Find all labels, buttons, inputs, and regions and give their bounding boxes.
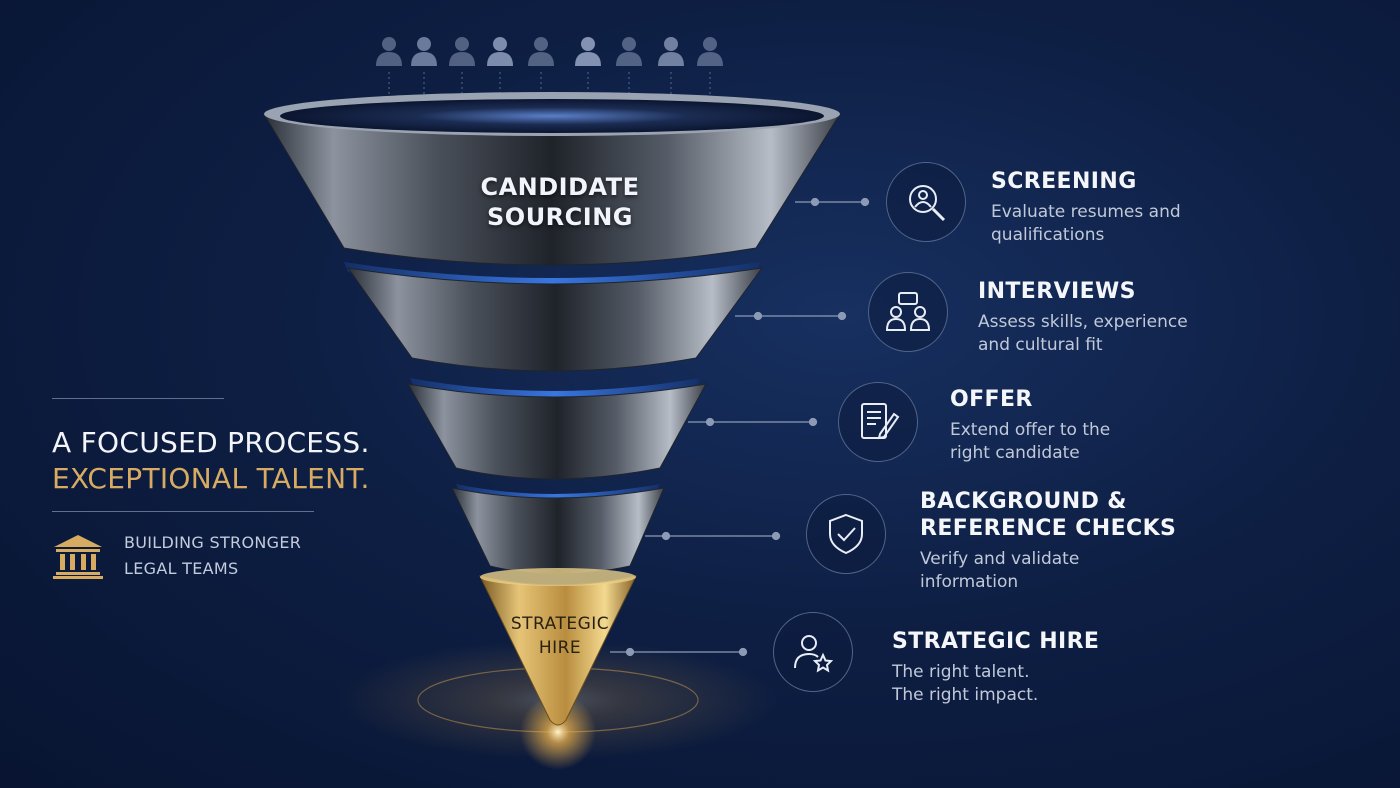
step-icon-circle (773, 612, 853, 692)
step-icon-circle (886, 162, 966, 242)
step-desc-line: The right impact. (892, 685, 1039, 705)
step-title-line: INTERVIEWS (978, 279, 1136, 304)
funnel-tier-3 (407, 383, 707, 480)
funnel-top-label: CANDIDATE SOURCING (440, 172, 680, 232)
divider (52, 398, 224, 399)
funnel-bottom-label-line: STRATEGIC (510, 614, 610, 634)
funnel-tier-1 (263, 92, 841, 266)
step-title-line: OFFER (950, 387, 1033, 412)
step-desc-line: right candidate (950, 443, 1080, 463)
connectors (610, 197, 870, 657)
step-title: SCREENING (991, 168, 1181, 195)
step-desc-line: Extend offer to the (950, 420, 1111, 440)
step-icon-circle (868, 272, 948, 352)
step-offer: OFFER Extend offer to the right candidat… (950, 386, 1110, 465)
person-icon (411, 37, 437, 66)
person-icon (616, 37, 642, 66)
step-background-checks: BACKGROUND & REFERENCE CHECKS Verify and… (920, 488, 1176, 594)
funnel-top-label-line: SOURCING (487, 203, 633, 231)
person-icon (487, 37, 513, 66)
person-icon (697, 37, 723, 66)
step-desc-line: Assess skills, experience (978, 312, 1188, 332)
brand-row: BUILDING STRONGER LEGAL TEAMS (52, 530, 382, 582)
brand-line: BUILDING STRONGER (124, 533, 302, 552)
person-icon (528, 37, 554, 66)
step-desc-line: Evaluate resumes and (991, 202, 1181, 222)
step-desc: Extend offer to the right candidate (950, 419, 1110, 465)
drop-lines (388, 72, 711, 112)
base-glow (520, 694, 596, 770)
funnel-tip-gold (479, 568, 637, 726)
step-desc: The right talent. The right impact. (892, 661, 1099, 707)
step-desc-line: qualifications (991, 225, 1105, 245)
step-desc-line: Verify and validate (920, 549, 1080, 569)
person-icon (658, 37, 684, 66)
step-icon-circle (838, 382, 918, 462)
step-desc: Evaluate resumes and qualifications (991, 201, 1181, 247)
person-icon (376, 37, 402, 66)
step-screening: SCREENING Evaluate resumes and qualifica… (991, 168, 1181, 247)
courthouse-icon (53, 535, 103, 579)
step-desc: Assess skills, experience and cultural f… (978, 311, 1188, 357)
tagline: A FOCUSED PROCESS. EXCEPTIONAL TALENT. (52, 425, 382, 497)
person-star-icon (794, 635, 834, 673)
step-strategic-hire: STRATEGIC HIRE The right talent. The rig… (892, 628, 1099, 707)
funnel-tier-4 (451, 487, 665, 575)
funnel-tier-2 (346, 267, 764, 372)
step-title-line: REFERENCE CHECKS (920, 516, 1177, 541)
funnel-top-label-line: CANDIDATE (480, 173, 640, 201)
step-desc: Verify and validate information (920, 548, 1176, 594)
step-title: STRATEGIC HIRE (892, 628, 1099, 655)
step-title-line: BACKGROUND & (920, 489, 1127, 514)
step-desc-line: information (920, 572, 1019, 592)
step-icon-circle (806, 494, 886, 574)
brand-line: LEGAL TEAMS (124, 559, 239, 578)
interview-chat-icon (885, 292, 931, 331)
funnel-bottom-label: STRATEGIC HIRE (490, 612, 630, 660)
brand-text: BUILDING STRONGER LEGAL TEAMS (124, 530, 301, 582)
person-icon (449, 37, 475, 66)
step-interviews: INTERVIEWS Assess skills, experience and… (978, 278, 1188, 357)
tagline-line-2: EXCEPTIONAL TALENT. (52, 462, 370, 495)
tagline-line-1: A FOCUSED PROCESS. (52, 426, 370, 459)
divider (52, 511, 314, 512)
tagline-block: A FOCUSED PROCESS. EXCEPTIONAL TALENT. B… (52, 398, 382, 582)
step-desc-line: and cultural fit (978, 335, 1103, 355)
candidate-icons (376, 37, 723, 66)
shield-check-icon (829, 513, 863, 555)
search-person-icon (909, 185, 946, 222)
step-title: OFFER (950, 386, 1110, 413)
step-desc-line: The right talent. (892, 662, 1030, 682)
step-title: INTERVIEWS (978, 278, 1188, 305)
person-icon (575, 37, 601, 66)
step-title: BACKGROUND & REFERENCE CHECKS (920, 488, 1176, 542)
funnel-bottom-label-line: HIRE (538, 638, 582, 658)
step-title-line: STRATEGIC HIRE (892, 629, 1100, 654)
document-pen-icon (861, 403, 900, 440)
step-title-line: SCREENING (991, 169, 1137, 194)
